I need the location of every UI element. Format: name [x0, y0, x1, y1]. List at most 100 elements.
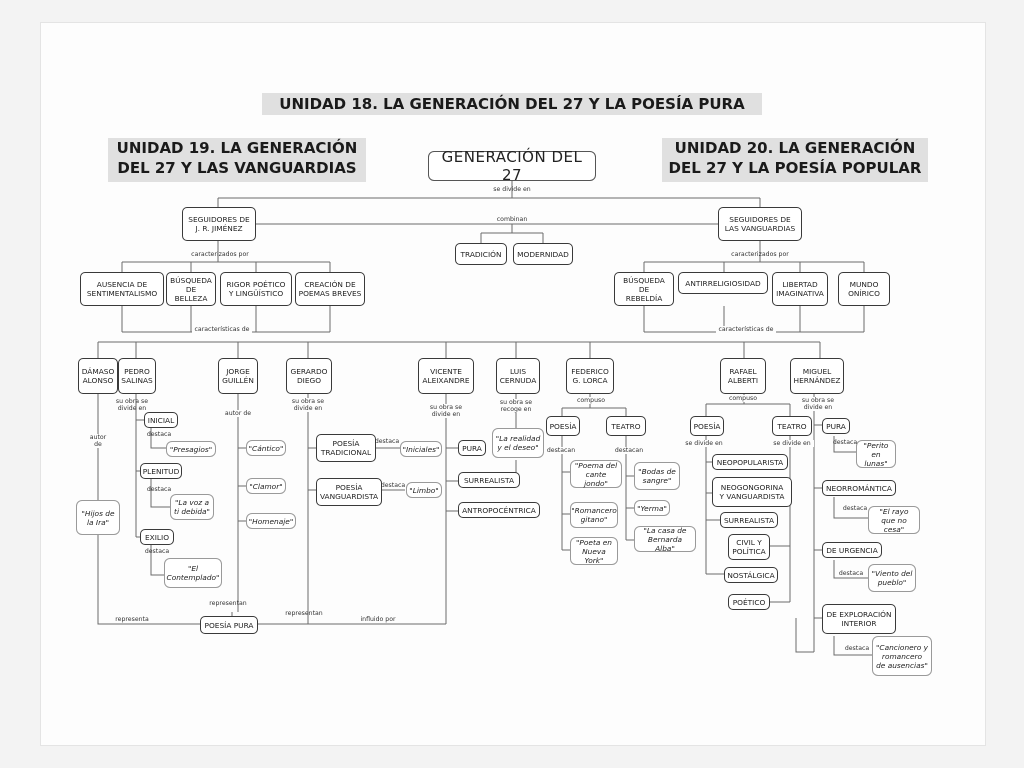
work-perito-en-lunas: "Perito en lunas" — [856, 440, 896, 468]
label-destaca: destaca — [146, 486, 172, 493]
label-destaca: destaca — [146, 431, 172, 438]
label-compuso: compuso — [576, 397, 606, 404]
label-compuso: compuso — [728, 395, 758, 402]
node-rigor-poetico: RIGOR POÉTICO Y LINGÜÍSTICO — [220, 272, 292, 306]
label-autor-de: autor de — [86, 434, 110, 448]
work-presagios: "Presagios" — [166, 441, 216, 457]
label-se-divide-en: se divide en — [493, 186, 531, 193]
stage-de-exploracion-interior: DE EXPLORACIÓN INTERIOR — [822, 604, 896, 634]
node-seguidores-vanguardias: SEGUIDORES DE LAS VANGUARDIAS — [718, 207, 802, 241]
label-influido-por: influido por — [360, 616, 396, 623]
label-destaca: destaca — [374, 438, 400, 445]
stage-surrealista-alberti: SURREALISTA — [720, 512, 778, 528]
stage-poetico: POÉTICO — [728, 594, 770, 610]
node-busqueda-rebeldia: BÚSQUEDA DE REBELDÍA — [614, 272, 674, 306]
node-seguidores-jrj: SEGUIDORES DE J. R. JIMÉNEZ — [182, 207, 256, 241]
label-su-obra-se-divide-en: su obra se divide en — [115, 398, 149, 412]
label-destaca: destaca — [380, 482, 406, 489]
label-destaca: destaca — [144, 548, 170, 555]
work-viento-del-pueblo: "Viento del pueblo" — [868, 564, 916, 592]
title-unidad-18-text: UNIDAD 18. LA GENERACIÓN DEL 27 Y LA POE… — [279, 95, 745, 113]
title-unidad-20: UNIDAD 20. LA GENERACIÓN DEL 27 Y LA POE… — [662, 138, 928, 182]
label-autor-de: autor de — [218, 410, 258, 417]
work-cancionero-y-romancero: "Cancionero y romancero de ausencias" — [872, 636, 932, 676]
node-ausencia-sentimentalismo: AUSENCIA DE SENTIMENTALISMO — [80, 272, 164, 306]
author-jorge-guillen: JORGE GUILLÉN — [218, 358, 258, 394]
label-destacan: destacan — [614, 447, 644, 454]
work-el-contemplado: "El Contemplado" — [164, 558, 222, 588]
stage-de-urgencia: DE URGENCIA — [822, 542, 882, 558]
author-damaso-alonso: DÁMASO ALONSO — [78, 358, 118, 394]
node-libertad-imaginativa: LIBERTAD IMAGINATIVA — [772, 272, 828, 306]
node-teatro-lorca: TEATRO — [606, 416, 646, 436]
label-caracteristicas-de-left: características de — [192, 326, 252, 333]
work-poema-del-cante-jondo: "Poema del cante jondo" — [570, 460, 622, 488]
work-iniciales: "Iniciales" — [400, 441, 442, 457]
node-poesia-vanguardista: POESÍA VANGUARDISTA — [316, 478, 382, 506]
work-hijos-de-la-ira: "Hijos de la Ira" — [76, 500, 120, 535]
node-poesia-pura: POESÍA PURA — [200, 616, 258, 634]
author-luis-cernuda: LUIS CERNUDA — [496, 358, 540, 394]
label-destacan: destacan — [546, 447, 576, 454]
author-rafael-alberti: RAFAEL ALBERTI — [720, 358, 766, 394]
label-representa: representa — [115, 616, 149, 623]
label-destaca: destaca — [842, 505, 868, 512]
label-representan: representan — [209, 600, 247, 607]
label-se-divide-en: se divide en — [682, 440, 726, 447]
stage-exilio: EXILIO — [140, 529, 174, 545]
label-su-obra-se-recoge-en: su obra se recoge en — [494, 399, 538, 413]
node-busqueda-belleza: BÚSQUEDA DE BELLEZA — [166, 272, 216, 306]
node-teatro-alberti: TEATRO — [772, 416, 812, 436]
node-mundo-onirico: MUNDO ONÍRICO — [838, 272, 890, 306]
node-poesia-tradicional: POESÍA TRADICIONAL — [316, 434, 376, 462]
generacion-27-node: GENERACIÓN DEL 27 — [428, 148, 596, 184]
stage-antropocentrica: ANTROPOCÉNTRICA — [458, 502, 540, 518]
stage-pura-mh: PURA — [822, 418, 850, 434]
title-unidad-20-line1: UNIDAD 20. LA GENERACIÓN — [674, 139, 916, 157]
stage-nostalgica: NOSTÁLGICA — [724, 567, 778, 583]
author-federico-lorca: FEDERICO G. LORCA — [566, 358, 614, 394]
author-vicente-aleixandre: VICENTE ALEIXANDRE — [418, 358, 474, 394]
label-destaca: destaca — [832, 439, 858, 446]
stage-neopopularista: NEOPOPULARISTA — [712, 454, 788, 470]
stage-civil-y-politica: CIVIL Y POLÍTICA — [728, 534, 770, 560]
work-yerma: "Yerma" — [634, 500, 670, 516]
work-poeta-en-nueva-york: "Poeta en Nueva York" — [570, 537, 618, 565]
title-unidad-19-line1: UNIDAD 19. LA GENERACIÓN — [116, 139, 358, 157]
label-caracteristicas-de-right: características de — [716, 326, 776, 333]
work-cantico: "Cántico" — [246, 440, 286, 456]
label-destaca: destaca — [844, 645, 870, 652]
node-poesia-lorca: POESÍA — [546, 416, 580, 436]
stage-pura: PURA — [458, 440, 486, 456]
node-antirreligiosidad: ANTIRRELIGIOSIDAD — [678, 272, 768, 294]
stage-neorromantica: NEORROMÁNTICA — [822, 480, 896, 496]
stage-plenitud: PLENITUD — [140, 463, 182, 479]
label-su-obra-se-divide-en: su obra se divide en — [424, 404, 468, 418]
work-la-voz-a-ti-debida: "La voz a ti debida" — [170, 494, 214, 520]
title-unidad-19-line2: DEL 27 Y LAS VANGUARDIAS — [117, 159, 357, 177]
author-miguel-hernandez: MIGUEL HERNÁNDEZ — [790, 358, 844, 394]
author-pedro-salinas: PEDRO SALINAS — [118, 358, 156, 394]
node-creacion-poemas: CREACIÓN DE POEMAS BREVES — [295, 272, 365, 306]
node-modernidad: MODERNIDAD — [513, 243, 573, 265]
title-unidad-19: UNIDAD 19. LA GENERACIÓN DEL 27 Y LAS VA… — [108, 138, 366, 182]
work-bodas-de-sangre: "Bodas de sangre" — [634, 462, 680, 490]
stage-neogongorina: NEOGONGORINA Y VANGUARDISTA — [712, 477, 792, 507]
label-su-obra-se-divide-en: su obra se divide en — [796, 397, 840, 411]
label-su-obra-se-divide-en: su obra se divide en — [286, 398, 330, 412]
title-unidad-18: UNIDAD 18. LA GENERACIÓN DEL 27 Y LA POE… — [262, 93, 762, 115]
work-clamor: "Clamor" — [246, 478, 286, 494]
label-caracterizados-por-right: caracterizados por — [731, 251, 789, 258]
stage-inicial: INICIAL — [144, 412, 178, 428]
node-poesia-alberti: POESÍA — [690, 416, 724, 436]
title-unidad-20-line2: DEL 27 Y LA POESÍA POPULAR — [668, 159, 922, 177]
work-la-casa-de-bernarda-alba: "La casa de Bernarda Alba" — [634, 526, 696, 553]
label-representan: representan — [285, 610, 323, 617]
node-tradicion: TRADICIÓN — [455, 243, 507, 265]
label-combinan: combinan — [496, 216, 528, 223]
label-caracterizados-por-left: caracterizados por — [191, 251, 249, 258]
work-el-rayo-que-no-cesa: "El rayo que no cesa" — [868, 506, 920, 534]
label-se-divide-en: se divide en — [770, 440, 814, 447]
author-gerardo-diego: GERARDO DIEGO — [286, 358, 332, 394]
